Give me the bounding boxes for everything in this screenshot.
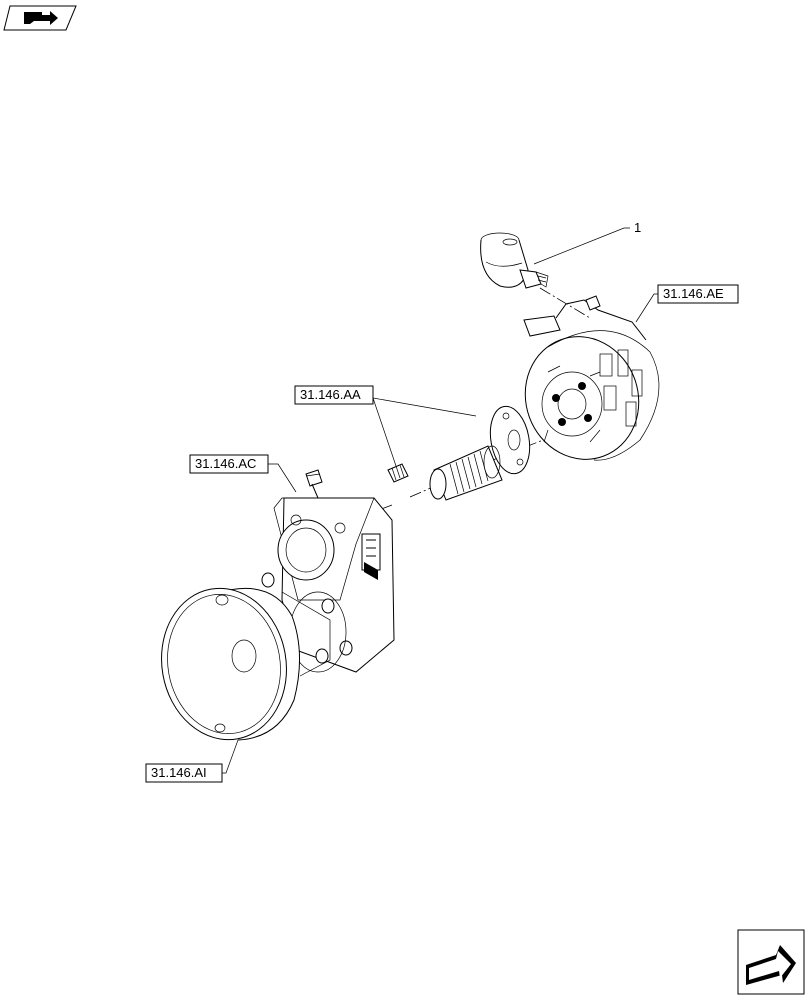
ref-ac-label: 31.146.AC [195,456,256,471]
flange-part-aa [489,405,531,475]
callout-ref-ai[interactable]: 31.146.AI [145,739,239,783]
callout-item-1-label: 1 [634,220,641,235]
callout-ref-ae[interactable]: 31.146.AE [635,284,739,323]
pump-assembly-ac [261,469,395,677]
screw-part-aa [387,463,409,483]
ref-ai-label: 31.146.AI [151,765,207,780]
ref-ae-label: 31.146.AE [663,286,724,301]
bell-housing-part-ai [161,587,300,741]
next-page-arrow-icon[interactable] [737,929,805,995]
callout-ref-aa[interactable]: 31.146.AA [294,385,477,467]
ref-aa-label: 31.146.AA [300,387,361,402]
callout-ref-ac[interactable]: 31.146.AC [189,454,297,493]
accumulator-part [480,232,549,289]
splined-shaft-part-aa [429,445,503,501]
book-hand-icon[interactable] [3,5,77,31]
callout-item-1: 1 [533,220,641,265]
housing-assembly-ae [523,295,660,461]
